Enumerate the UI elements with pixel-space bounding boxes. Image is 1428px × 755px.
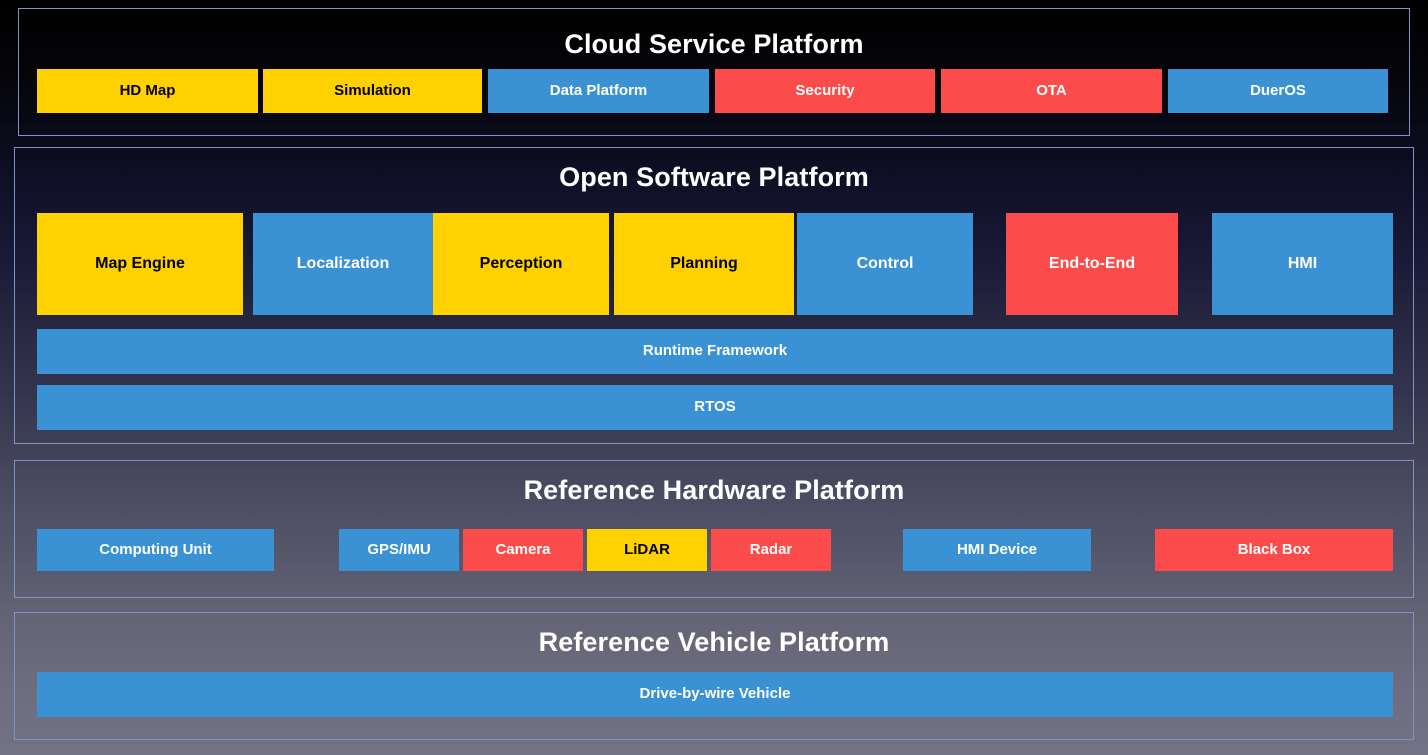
block-hmi-device[interactable]: HMI Device — [903, 529, 1091, 571]
section-title-software: Open Software Platform — [559, 162, 869, 192]
block-hd-map[interactable]: HD Map — [37, 69, 258, 113]
block-radar[interactable]: Radar — [711, 529, 831, 571]
block-ota[interactable]: OTA — [941, 69, 1162, 113]
block-control[interactable]: Control — [797, 213, 973, 315]
section-open-software-platform: Open Software Platform Map Engine Locali… — [14, 147, 1414, 444]
block-gps-imu[interactable]: GPS/IMU — [339, 529, 459, 571]
block-hmi[interactable]: HMI — [1212, 213, 1393, 315]
section-cloud-service-platform: Cloud Service Platform HD Map Simulation… — [18, 8, 1410, 136]
block-camera[interactable]: Camera — [463, 529, 583, 571]
block-end-to-end[interactable]: End-to-End — [1006, 213, 1178, 315]
section-title-vehicle: Reference Vehicle Platform — [538, 627, 890, 657]
block-drive-by-wire-vehicle[interactable]: Drive-by-wire Vehicle — [37, 672, 1393, 717]
block-lidar[interactable]: LiDAR — [587, 529, 707, 571]
block-dueros[interactable]: DuerOS — [1168, 69, 1388, 113]
block-rtos[interactable]: RTOS — [37, 385, 1393, 430]
block-planning[interactable]: Planning — [614, 213, 794, 315]
block-simulation[interactable]: Simulation — [263, 69, 482, 113]
block-perception[interactable]: Perception — [433, 213, 609, 315]
block-computing-unit[interactable]: Computing Unit — [37, 529, 274, 571]
block-map-engine[interactable]: Map Engine — [37, 213, 243, 315]
section-title-cloud: Cloud Service Platform — [564, 29, 864, 59]
section-title-hardware: Reference Hardware Platform — [523, 475, 905, 505]
section-reference-hardware-platform: Reference Hardware Platform Computing Un… — [14, 460, 1414, 598]
block-data-platform[interactable]: Data Platform — [488, 69, 709, 113]
block-localization[interactable]: Localization — [253, 213, 433, 315]
block-runtime-framework[interactable]: Runtime Framework — [37, 329, 1393, 374]
section-reference-vehicle-platform: Reference Vehicle Platform Drive-by-wire… — [14, 612, 1414, 740]
block-black-box[interactable]: Black Box — [1155, 529, 1393, 571]
block-security[interactable]: Security — [715, 69, 935, 113]
